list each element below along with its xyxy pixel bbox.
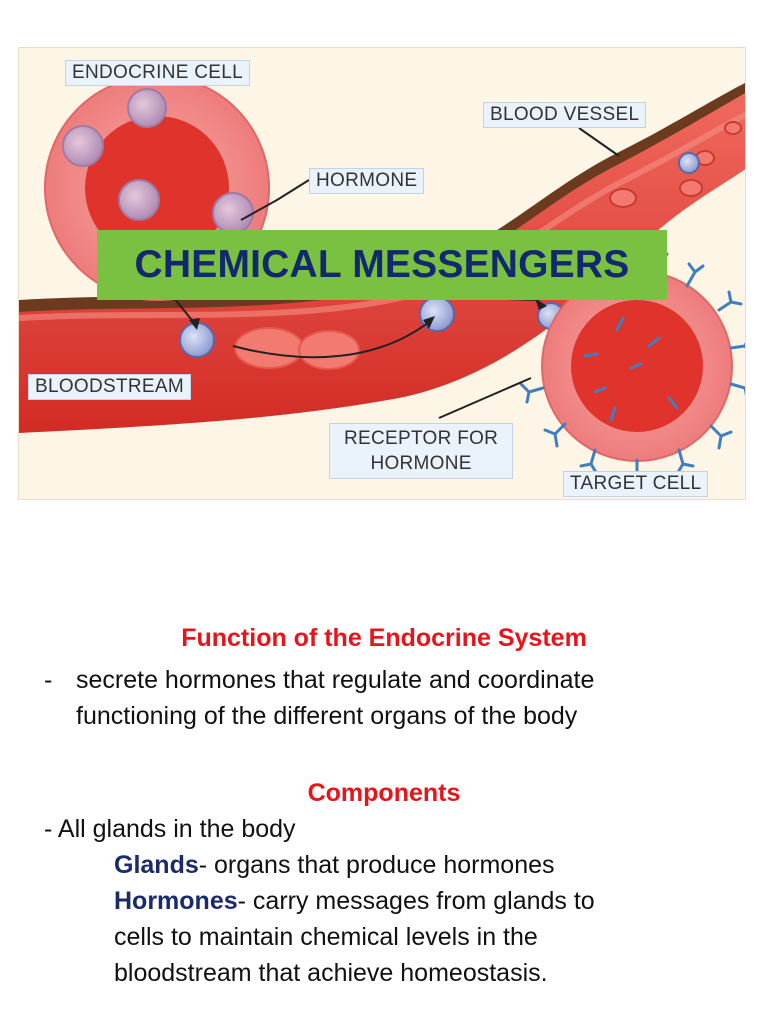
pointer-line xyxy=(438,377,532,419)
pointer-line xyxy=(578,127,620,157)
hormones-line2: cells to maintain chemical levels in the xyxy=(114,923,538,951)
endocrine-diagram: ENDOCRINE CELL HORMONE BLOOD VESSEL BLOO… xyxy=(18,47,746,500)
label-receptor-for-hormone: RECEPTOR FOR HORMONE xyxy=(329,423,514,479)
label-endocrine-cell: ENDOCRINE CELL xyxy=(65,60,251,86)
endocrine-cell-nucleus xyxy=(85,116,229,260)
hormones-term: Hormones xyxy=(114,887,238,915)
rbc xyxy=(679,179,703,197)
hormone-particle xyxy=(127,88,167,128)
rbc xyxy=(298,330,360,370)
function-dash: - xyxy=(44,666,53,694)
function-line2: functioning of the different organs of t… xyxy=(76,702,578,730)
label-hormone: HORMONE xyxy=(309,168,425,194)
rbc xyxy=(724,121,742,135)
components-heading: Components xyxy=(307,779,461,807)
label-bloodstream: BLOODSTREAM xyxy=(28,374,191,400)
glands-definition: - organs that produce hormones xyxy=(198,851,555,879)
hormone-particle xyxy=(118,179,160,221)
receptor-label-line2: HORMONE xyxy=(370,453,472,474)
function-heading: Function of the Endocrine System xyxy=(181,624,587,652)
glands-line: Glands- organs that produce hormones xyxy=(114,847,555,883)
label-target-cell: TARGET CELL xyxy=(563,471,709,497)
receptors xyxy=(519,252,745,482)
rbc xyxy=(609,188,637,208)
label-blood-vessel: BLOOD VESSEL xyxy=(483,102,647,128)
hormone-particle xyxy=(678,152,700,174)
chemical-messengers-banner: CHEMICAL MESSENGERS xyxy=(97,230,667,300)
pointer-line xyxy=(240,179,310,221)
hormones-definition: - carry messages from glands to xyxy=(237,887,595,915)
hormone-particle xyxy=(62,125,104,167)
hormone-particle xyxy=(212,192,254,234)
function-line1: secrete hormones that regulate and coord… xyxy=(76,666,595,694)
receptor-label-line1: RECEPTOR FOR xyxy=(344,428,499,449)
glands-term: Glands xyxy=(114,851,199,879)
hormones-line: Hormones- carry messages from glands to xyxy=(114,883,595,919)
hormones-line3: bloodstream that achieve homeostasis. xyxy=(114,959,548,987)
components-intro: - All glands in the body xyxy=(44,815,296,843)
